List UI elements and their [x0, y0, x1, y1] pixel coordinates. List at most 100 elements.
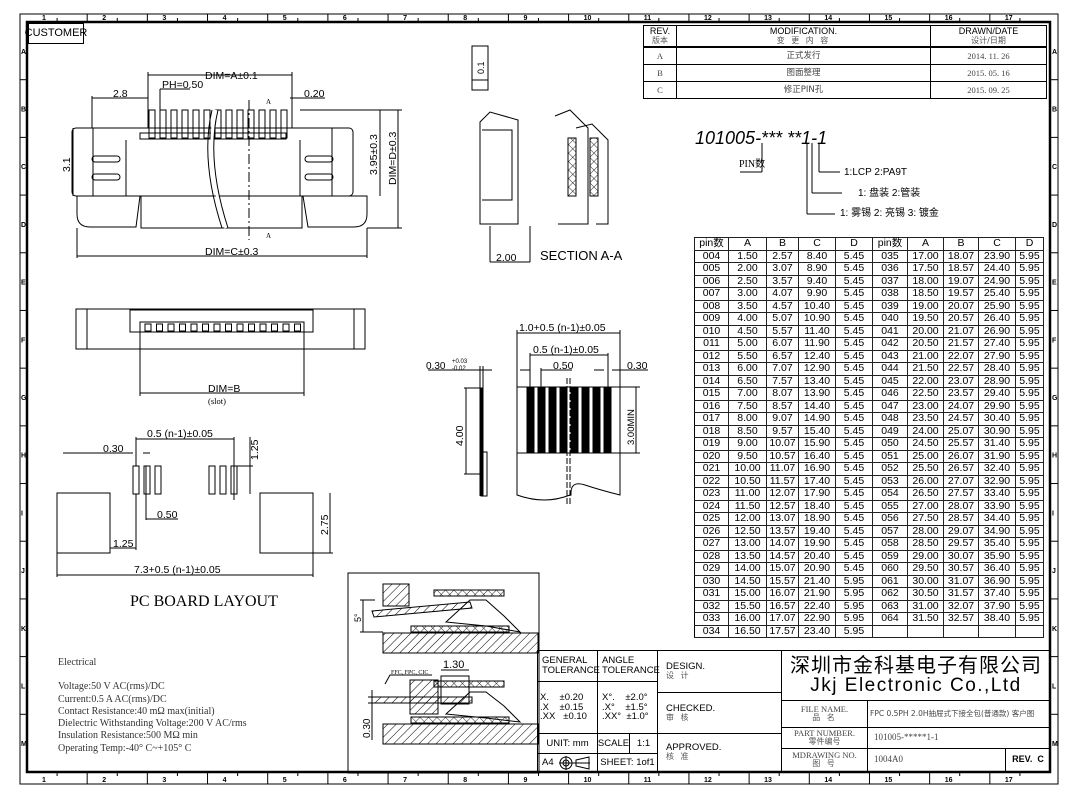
table-cell: 043 [872, 349, 908, 363]
dim-3-95-label: 3.95±0.3 [368, 134, 380, 175]
table-cell: 029 [694, 562, 729, 576]
ruler-column-label: 12 [704, 777, 712, 784]
ruler-row-label: G [21, 395, 27, 402]
table-cell: 4.50 [728, 324, 767, 338]
table-cell: 28.00 [907, 524, 944, 538]
table-cell: 5.95 [1015, 312, 1044, 326]
table-cell: 11.40 [798, 324, 836, 338]
table-cell: 042 [872, 337, 908, 351]
table-cell: 10.57 [766, 449, 799, 463]
table-cell: 5.45 [835, 562, 873, 576]
table-cell: 5.95 [1015, 612, 1044, 626]
table-cell: 5.95 [1015, 412, 1044, 426]
table-cell: 26.00 [907, 474, 944, 488]
table-cell: 026 [694, 524, 729, 538]
table-cell: 19.57 [943, 287, 979, 301]
ruler-column-label: 1 [42, 15, 46, 22]
connector-pin [236, 323, 244, 332]
table-cell: 18.50 [907, 287, 944, 301]
table-cell: 4.07 [766, 287, 799, 301]
table-cell: 18.90 [798, 512, 836, 526]
table-cell: 12.00 [728, 512, 767, 526]
table-cell: 13.57 [766, 524, 799, 538]
ruler-row-label: E [21, 280, 26, 287]
table-cell: 5.45 [835, 499, 873, 513]
pcb-pitch-label: 0.50 [157, 509, 178, 521]
table-cell: 5.95 [1015, 399, 1044, 413]
table-cell: 25.07 [943, 424, 979, 438]
rev-value: REV. C [1005, 748, 1050, 772]
table-cell: 28.40 [978, 362, 1016, 376]
table-cell: 20.00 [907, 324, 944, 338]
table-cell: 14.40 [798, 399, 836, 413]
table-cell: 28.57 [943, 512, 979, 526]
table-cell: 37.90 [978, 599, 1016, 613]
table-cell: 5.45 [835, 324, 873, 338]
table-cell: 24.00 [907, 424, 944, 438]
revision-date: 2014. 11. 26 [930, 47, 1047, 65]
table-cell: 24.50 [907, 437, 944, 451]
column-header: D [1015, 237, 1044, 251]
table-cell: 9.50 [728, 449, 767, 463]
ruler-column-label: 15 [885, 15, 893, 22]
table-cell: 26.40 [978, 312, 1016, 326]
table-cell: 24.90 [978, 274, 1016, 288]
tol-value: X°. ±2.0° [602, 691, 648, 703]
table-cell: 22.40 [798, 599, 836, 613]
table-cell: 30.50 [907, 587, 944, 601]
table-cell: 036 [872, 262, 908, 276]
angle-tolerance-values: X°. ±2.0°.X° ±1.5°.XX° ±1.0° [597, 681, 658, 734]
connector-pin [144, 323, 152, 332]
ruler-column-label: 14 [824, 777, 832, 784]
table-cell: 5.45 [835, 399, 873, 413]
table-cell: 5.45 [835, 337, 873, 351]
table-cell: 050 [872, 437, 908, 451]
table-cell: 12.50 [728, 524, 767, 538]
table-cell: 019 [694, 437, 729, 451]
ruler-column-label: 2 [102, 15, 106, 22]
fpc-thickness-label: 0.30 [426, 361, 446, 372]
part-number-value: 101005-*****1-1 [867, 727, 1050, 749]
ruler-column-label: 9 [523, 15, 527, 22]
fpc-type-label: FFC, FPC, CIC [391, 670, 428, 676]
file-name-value: FPC 0.5PH 2.0H抽屉式下接全包(普通款) 客户图 [867, 700, 1050, 728]
table-cell: 7.00 [728, 387, 767, 401]
fpc-drawing [428, 330, 648, 505]
table-cell: 010 [694, 324, 729, 338]
fpc-contact [592, 386, 601, 454]
table-cell: 5.45 [835, 312, 873, 326]
connector-pin [170, 109, 178, 139]
table-cell: 20.40 [798, 549, 836, 563]
table-cell: 31.90 [978, 449, 1016, 463]
table-cell: 025 [694, 512, 729, 526]
ruler-row-label: D [21, 222, 26, 229]
table-cell: 8.07 [766, 387, 799, 401]
table-cell: 14.50 [728, 574, 767, 588]
table-cell: 055 [872, 499, 908, 513]
table-cell: 33.90 [978, 499, 1016, 513]
table-cell: 11.50 [728, 499, 767, 513]
table-cell: 31.07 [943, 574, 979, 588]
table-cell: 24.57 [943, 412, 979, 426]
table-cell: 5.45 [835, 512, 873, 526]
table-cell: 15.90 [798, 437, 836, 451]
column-header: B [766, 237, 799, 251]
fpc-tol-minus: -0.02 [452, 366, 466, 372]
table-cell: 2.50 [728, 274, 767, 288]
pin-count-label: PIN数 [739, 157, 765, 170]
ruler-column-label: 16 [945, 777, 953, 784]
table-cell: 5.95 [1015, 337, 1044, 351]
table-cell: 057 [872, 524, 908, 538]
table-cell: 28.90 [978, 374, 1016, 388]
drawing-no-label-en: MDRAWING NO. [792, 750, 857, 761]
connector-pin [225, 109, 233, 139]
table-cell: 5.07 [766, 312, 799, 326]
table-cell: 28.07 [943, 499, 979, 513]
connector-pin [181, 109, 189, 139]
connector-pin [282, 323, 290, 332]
table-cell: 17.40 [798, 474, 836, 488]
